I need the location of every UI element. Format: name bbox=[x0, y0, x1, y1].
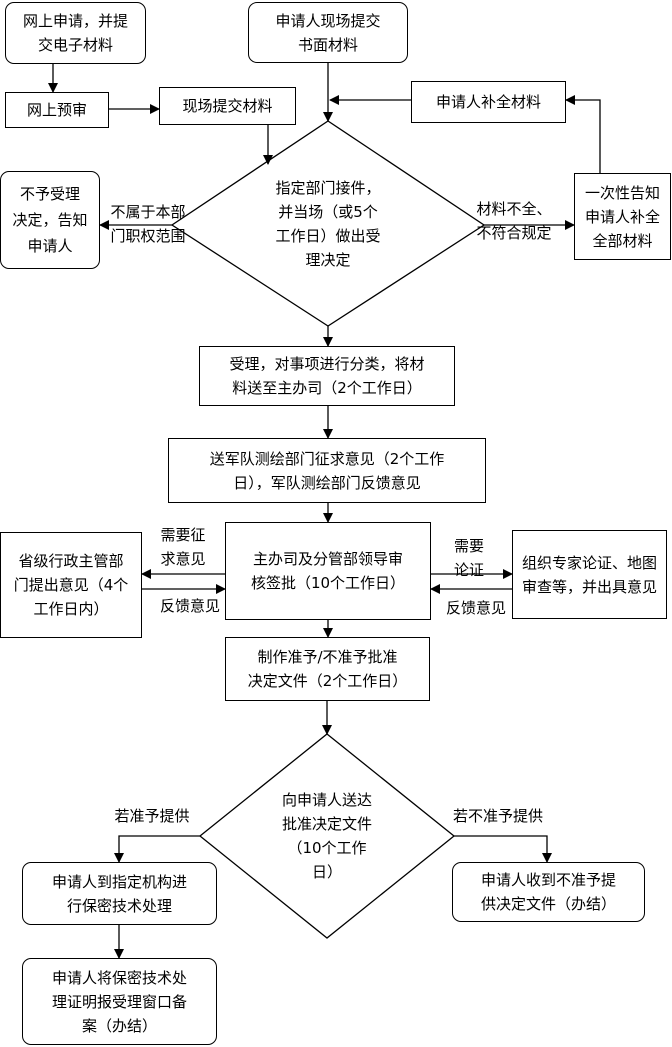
province-box: 省级行政主管部 门提出意见（4个 工作日内） bbox=[0, 532, 142, 638]
military-box: 送军队测绘部门征求意见（2个工作 日），军队测绘部门反馈意见 bbox=[168, 438, 486, 503]
online-apply-box: 网上申请，并提 交电子材料 bbox=[5, 2, 146, 64]
label-feedback-left: 反馈意见 bbox=[159, 597, 220, 615]
arrow-deliver-to-approved bbox=[114, 835, 200, 863]
not-approved-box: 申请人收到不准予提 供决定文件（办结） bbox=[452, 862, 645, 922]
submit-materials-box: 现场提交材料 bbox=[159, 87, 296, 125]
onsite-paper-box: 申请人现场提交 书面材料 bbox=[248, 2, 408, 63]
reject-box: 不予受理 决定，告知 申请人 bbox=[0, 171, 100, 269]
decision-diamond-text: 指定部门接件， 并当场（或5个 工作日）做出受 理决定 bbox=[275, 179, 381, 269]
arrow-notify-to-supplement bbox=[565, 95, 601, 173]
experts-box: 组织专家论证、地图 审查等，并出具意见 bbox=[512, 530, 667, 619]
label-if-not-approved: 若不准予提供 bbox=[452, 807, 543, 825]
label-need-demo: 需要 论证 bbox=[453, 537, 484, 579]
notify-once-box: 一次性告知 申请人补全 全部材料 bbox=[574, 173, 671, 260]
label-need-opinion: 需要征 求意见 bbox=[160, 526, 206, 568]
deliver-diamond-text: 向申请人送达 批准决定文件 （10个工作 日） bbox=[281, 791, 372, 881]
approved-process-box: 申请人到指定机构进 行保密技术处理 bbox=[22, 862, 217, 925]
arrow-deliver-to-notapproved bbox=[454, 835, 552, 863]
record-box: 申请人将保密技术处 理证明报受理窗口备 案（办结） bbox=[22, 958, 217, 1045]
label-not-in-scope: 不属于本部 门职权范围 bbox=[110, 203, 186, 245]
label-if-approved: 若准予提供 bbox=[114, 807, 190, 825]
review-box: 主办司及分管部领导审 核签批（10个工作日） bbox=[225, 522, 431, 620]
online-precheck-box: 网上预审 bbox=[5, 92, 109, 128]
label-feedback-right: 反馈意见 bbox=[445, 599, 506, 617]
make-doc-box: 制作准予/不准予批准 决定文件（2个工作日） bbox=[225, 637, 430, 701]
accept-box: 受理，对事项进行分类，将材 料送至主办司（2个工作日） bbox=[199, 346, 455, 406]
deliver-diamond-shape bbox=[198, 733, 456, 939]
supplement-box: 申请人补全材料 bbox=[411, 81, 566, 123]
label-incomplete: 材料不全、 不符合规定 bbox=[476, 200, 552, 242]
